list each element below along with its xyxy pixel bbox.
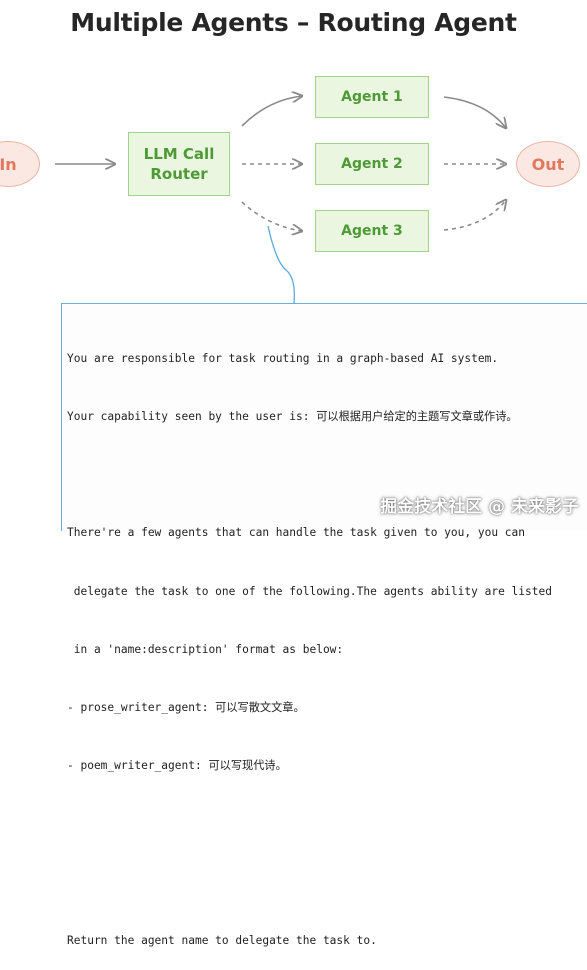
edges-layer: [55, 0, 587, 304]
prompt-line: in a 'name:description' format as below:: [67, 642, 344, 656]
edge-agent1-out: [443, 96, 506, 128]
watermark: 掘金技术社区 @ 未来影子: [380, 497, 579, 517]
edge-router-agent1: [241, 96, 302, 127]
prompt-line: Your capability seen by the user is: 可以根…: [67, 410, 518, 424]
llm-router-node: LLM Call Router: [128, 132, 230, 196]
agent-1-node: Agent 1: [315, 76, 429, 118]
prompt-line: You are responsible for task routing in …: [67, 351, 499, 365]
edge-router-agent3: [241, 201, 302, 231]
output-node: Out: [516, 141, 580, 187]
agent-2-node: Agent 2: [315, 143, 429, 185]
prompt-line: [67, 465, 587, 484]
diagram-title: Multiple Agents – Routing Agent: [70, 8, 517, 37]
router-label-line2: Router: [150, 165, 208, 183]
callout-line: [267, 225, 295, 304]
prompt-line: - prose_writer_agent: 可以写散文文章。: [67, 701, 305, 715]
prompt-line: There're a few agents that can handle th…: [67, 526, 526, 540]
prompt-line: [67, 873, 587, 892]
agent-3-node: Agent 3: [315, 210, 429, 252]
prompt-line: - poem_writer_agent: 可以写现代诗。: [67, 759, 287, 773]
router-label-line1: LLM Call: [143, 145, 215, 163]
prompt-line: delegate the task to one of the followin…: [67, 584, 552, 598]
prompt-line: Return the agent name to delegate the ta…: [67, 933, 377, 947]
prompt-line: [67, 814, 587, 833]
edge-agent3-out: [443, 200, 506, 231]
